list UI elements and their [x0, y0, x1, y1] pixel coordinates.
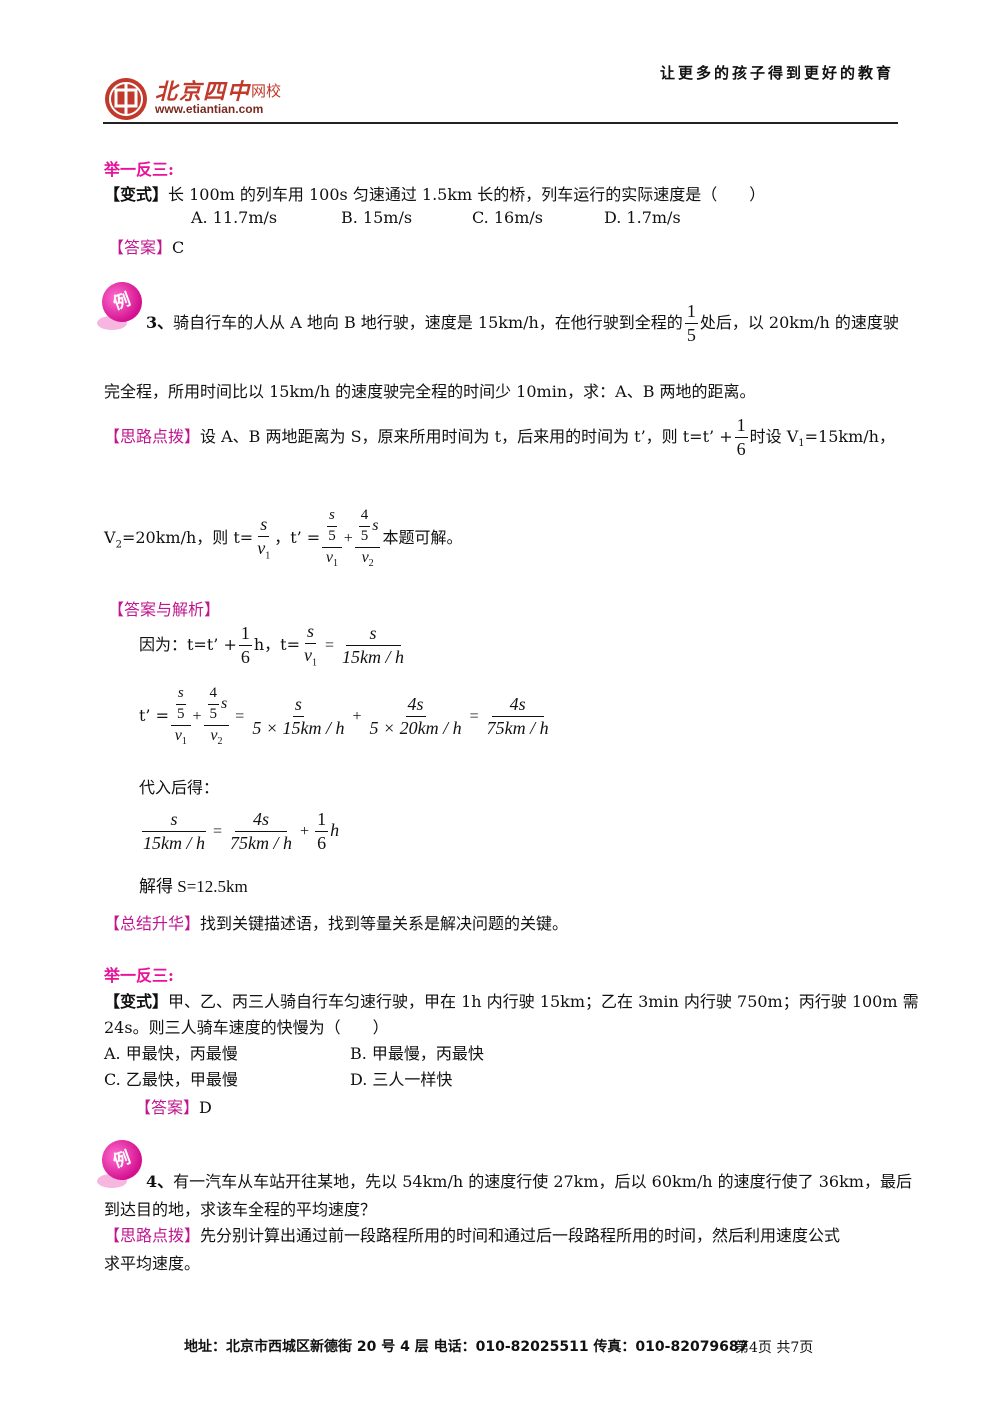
answer-value: C	[172, 238, 185, 257]
sec1-option-a: A. 11.7m/s	[191, 208, 278, 227]
ex4-hint-line2: 求平均速度。	[104, 1254, 201, 1273]
ex3-hint-line1: 【思路点拨】设 A、B 两地距离为 S，原来所用时间为 t，后来用的时间为 t’…	[104, 416, 895, 464]
frac-den: v1	[325, 548, 339, 569]
frac-num: 1	[734, 416, 748, 438]
ex4-text1: 有一汽车从车站开往某地，先以 54km/h 的速度行使 27km，后以 60km…	[173, 1172, 912, 1191]
ex4-question-line2: 到达目的地，求该车全程的平均速度？	[104, 1200, 377, 1219]
v2-label: V	[104, 528, 116, 548]
summary-tag: 【总结升华】	[104, 914, 201, 933]
frac-num: s	[258, 515, 270, 537]
summary-line: 【总结升华】找到关键描述语，找到等量关系是解决问题的关键。	[104, 910, 568, 934]
frac-den: 6	[736, 438, 746, 459]
sec1-title: 举一反三:	[104, 160, 174, 179]
frac-den: v2	[361, 548, 374, 569]
sec2-variant-line2: 24s。则三人骑车速度的快慢为（ ）	[104, 1018, 389, 1037]
frac-den: 5	[686, 324, 696, 345]
because-text: 因为：t=t’ +	[139, 634, 237, 654]
result-line: 解得 S=12.5km	[139, 877, 248, 896]
logo-text-net: 网校	[251, 82, 282, 100]
footer-page: 第4页 共7页	[735, 1340, 814, 1356]
ex4-question-line1: 4、有一汽车从车站开往某地，先以 54km/h 的速度行使 27km，后以 60…	[146, 1168, 912, 1192]
variant-tag: 【变式】	[104, 185, 169, 204]
sec2-title: 举一反三:	[104, 966, 174, 985]
substituted-label: 代入后得：	[139, 778, 220, 797]
hint-text-a: 设 A、B 两地距离为 S，原来所用时间为 t，后来用的时间为 t’，则 t=t…	[200, 426, 733, 446]
answer-tag: 【答案】	[135, 1098, 200, 1117]
hint-tag: 【思路点拨】	[104, 426, 201, 446]
l2-text-d: 本题可解。	[382, 528, 463, 548]
l2-text-c: ，t’ =	[274, 528, 321, 548]
summary-text: 找到关键描述语，找到等量关系是解决问题的关键。	[200, 914, 569, 933]
sec2-option-a: A. 甲最快，丙最慢	[104, 1044, 238, 1063]
hint-tag: 【思路点拨】	[104, 1226, 201, 1245]
sec2-option-c: C. 乙最快，甲最慢	[104, 1070, 238, 1089]
sec1-option-b: B. 15m/s	[341, 208, 413, 227]
sec1-variant: 【变式】长 100m 的列车用 100s 匀速通过 1.5km 长的桥，列车运行…	[104, 181, 765, 205]
ex4-hint-line1: 【思路点拨】先分别计算出通过前一段路程所用的时间和通过后一段路程所用的时间，然后…	[104, 1222, 840, 1246]
v2-sub: 2	[115, 539, 122, 551]
logo: 北京四中 网校 www.etiantian.com	[103, 74, 343, 124]
answer-value: D	[199, 1098, 212, 1117]
solution-tag: 【答案与解析】	[108, 600, 221, 619]
footer-address: 地址：北京市西城区新德街 20 号 4 层 电话：010-82025511 传真…	[184, 1339, 749, 1355]
ex3-text-a: 骑自行车的人从 A 地向 B 地行驶，速度是 15km/h，在他行驶到全程的	[173, 312, 683, 332]
sec1-option-d: D. 1.7m/s	[604, 208, 681, 227]
h-text: h，t=	[253, 634, 301, 654]
sec2-variant-line1: 【变式】甲、乙、丙三人骑自行车匀速行驶，甲在 1h 内行驶 15km；乙在 3m…	[104, 988, 919, 1012]
ex3-number: 3、	[146, 312, 174, 332]
ex4-number: 4、	[146, 1172, 174, 1191]
hint-text-c: =15km/h，	[804, 426, 895, 446]
sec1-answer: 【答案】C	[108, 234, 184, 258]
logo-text-cn: 北京四中	[155, 79, 252, 105]
tprime-text: t’ =	[139, 706, 170, 726]
l2-text-b: =20km/h，则 t=	[121, 528, 254, 548]
hint-sub: 1	[798, 438, 805, 450]
sec1-option-c: C. 16m/s	[472, 208, 543, 227]
logo-url[interactable]: www.etiantian.com	[155, 102, 264, 116]
sec2-option-d: D. 三人一样快	[350, 1070, 453, 1089]
frac-den: v1	[257, 538, 271, 562]
variant-tag: 【变式】	[104, 992, 169, 1011]
sec2-option-b: B. 甲最慢，丙最快	[350, 1044, 484, 1063]
hint-text: 先分别计算出通过前一段路程所用的时间和通过后一段路程所用的时间，然后利用速度公式	[200, 1226, 841, 1245]
sec2-answer: 【答案】D	[135, 1094, 212, 1118]
ex3-question-line1: 3、骑自行车的人从 A 地向 B 地行驶，速度是 15km/h，在他行驶到全程的…	[146, 302, 899, 345]
ex3-text-b: 处后，以 20km/h 的速度驶	[699, 312, 899, 332]
answer-tag: 【答案】	[108, 238, 173, 257]
ex3-question-line2: 完全程，所用时间比以 15km/h 的速度驶完全程的时间少 10min，求：A、…	[104, 382, 756, 401]
variant-text: 甲、乙、丙三人骑自行车匀速行驶，甲在 1h 内行驶 15km；乙在 3min 内…	[168, 992, 919, 1011]
header-slogan: 让更多的孩子得到更好的教育	[660, 64, 895, 82]
logo-emblem-icon	[105, 78, 147, 120]
hint-text-b: 时设 V	[749, 426, 799, 446]
variant-text: 长 100m 的列车用 100s 匀速通过 1.5km 长的桥，列车运行的实际速…	[168, 185, 766, 204]
header-rule	[103, 122, 898, 124]
frac-num: 1	[684, 302, 698, 324]
